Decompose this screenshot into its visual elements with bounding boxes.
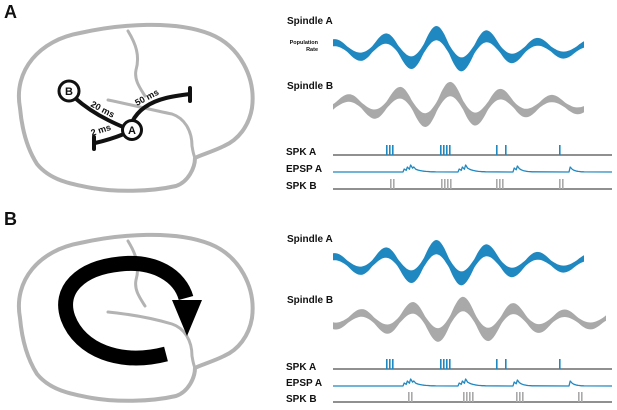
panel-b-spindle-a-label: Spindle A [287,234,333,245]
spindle-band [333,26,584,72]
panel-b-spindle-a-trace [333,240,584,286]
medial-sulcus [106,310,197,370]
spike-tick [449,359,451,369]
spike-tick [389,145,391,155]
spike-tick [386,359,388,369]
panel-a-pathway [73,86,192,151]
panel-a: A A B 50 ms 20 ms 2 ms Spindle A [4,2,613,193]
spike-tick [496,179,498,189]
panel-b-brain-diagram [16,232,255,403]
node-b: B [57,79,81,103]
spike-tick [581,392,583,402]
circular-arrow [58,255,202,366]
spike-tick [446,359,448,369]
spike-tick [505,145,507,155]
panel-b: B Spindle A Spindle B SPK A EPSP A SPK B [4,209,613,405]
panel-a-epsp-a-trace [333,164,613,173]
panel-a-spk-a-label: SPK A [286,147,316,158]
spike-tick [443,145,445,155]
panel-b-spindle-b-label: Spindle B [287,295,333,306]
lateral-sulcus [106,98,197,160]
spike-tick [519,392,521,402]
spike-tick [466,392,468,402]
circular-arrow-body [58,255,194,366]
epsp-line [333,378,613,387]
spike-tick [502,179,504,189]
panel-a-spk-b-label: SPK B [286,181,317,192]
spike-tick [472,392,474,402]
epsp-line [333,164,613,173]
population-rate-label-line1: Population [290,40,319,46]
spindle-band [333,81,584,127]
spindle-band [333,296,606,342]
spike-tick [411,392,413,402]
circular-arrow-head [172,300,202,336]
panel-b-spindle-b-trace [333,296,606,342]
node-a-label: A [128,125,136,137]
spike-tick [444,179,446,189]
spike-tick [450,179,452,189]
population-rate-label-line2: Rate [306,47,318,53]
pathway-50ms [130,92,192,124]
brain-outline [16,232,255,403]
spike-tick [505,359,507,369]
pathway-2ms [93,132,126,145]
spike-tick [392,359,394,369]
node-a: A [121,119,143,141]
node-b-label: B [65,86,73,98]
spike-tick [446,145,448,155]
spindle-band [333,240,584,286]
spike-tick [559,179,561,189]
panel-a-spindle-a-trace [333,26,584,72]
central-sulcus [126,29,147,98]
panel-b-spk-b-label: SPK B [286,394,317,405]
spike-tick [496,359,498,369]
spike-tick [441,179,443,189]
spike-tick [447,179,449,189]
spike-tick [408,392,410,402]
spike-tick [393,179,395,189]
spike-tick [463,392,465,402]
spike-tick [516,392,518,402]
panel-b-epsp-a-trace [333,378,613,387]
spike-tick [578,392,580,402]
spike-tick [562,179,564,189]
panel-a-spindle-b-label: Spindle B [287,81,333,92]
panel-b-spk-a-raster [333,359,612,370]
spike-tick [392,145,394,155]
panel-a-brain-diagram [16,22,255,193]
delay-label-2ms: 2 ms [90,122,113,138]
pathway-20ms [73,96,128,130]
spike-tick [469,392,471,402]
spike-tick [449,145,451,155]
panel-b-letter: B [4,209,17,229]
spike-tick [440,359,442,369]
spike-tick [559,359,561,369]
spike-tick [496,145,498,155]
panel-b-spk-b-raster [333,392,612,403]
spike-tick [389,359,391,369]
spike-tick [499,179,501,189]
cingulate-sulcus [126,239,147,308]
spike-tick [440,145,442,155]
spike-tick [386,145,388,155]
spike-tick [559,145,561,155]
panel-a-epsp-a-label: EPSP A [286,164,322,175]
panel-a-spindle-a-label: Spindle A [287,16,333,27]
spike-tick [390,179,392,189]
panel-a-spk-a-raster [333,145,612,156]
panel-a-spindle-b-trace [333,81,584,127]
panel-b-epsp-a-label: EPSP A [286,378,322,389]
panel-a-letter: A [4,2,17,22]
brain-outline [16,22,255,193]
spike-tick [522,392,524,402]
panel-a-spk-b-raster [333,179,612,190]
spike-tick [443,359,445,369]
panel-b-spk-a-label: SPK A [286,362,316,373]
